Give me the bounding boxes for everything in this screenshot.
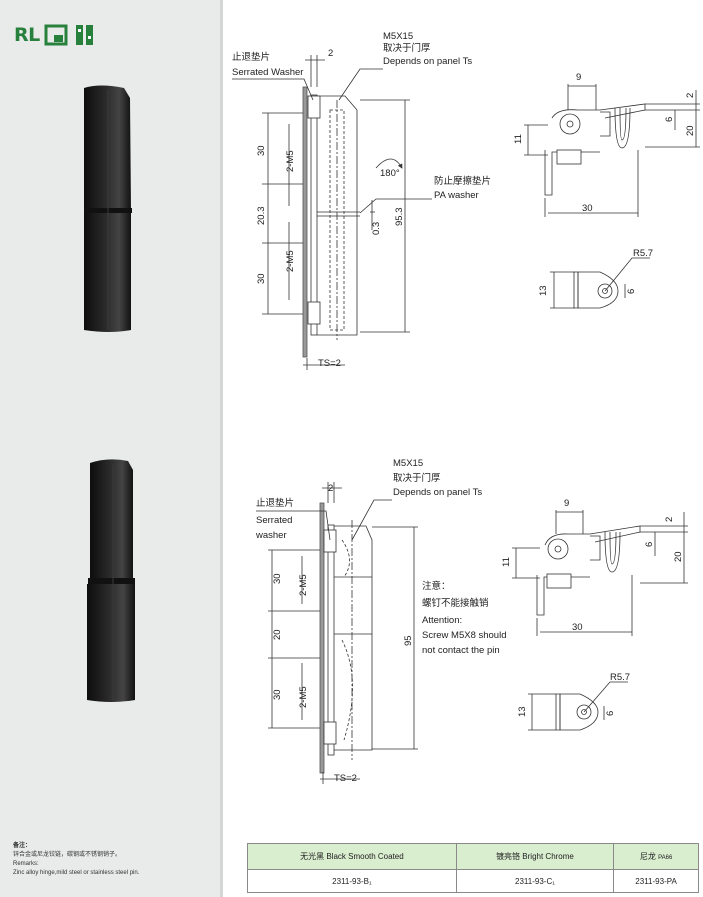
- top-screw-en-label: Depends on panel Ts: [383, 56, 472, 67]
- bottom-note-en1: Attention:: [422, 615, 462, 626]
- bottom-front-labels: M5X15 取决于门厚 Depends on panel Ts 止退垫片 Ser…: [255, 458, 506, 784]
- bottom-note-zh2: 螺钉不能接触销: [422, 597, 489, 609]
- bottom-bottom-dim-6: 6: [605, 711, 616, 716]
- top-front-labels: 止退垫片 Serrated Washer M5X15 取决于门厚 Depends…: [232, 31, 491, 369]
- top-side-dim-2: 2: [685, 93, 696, 98]
- bottom-side-dim-30: 30: [572, 622, 583, 633]
- bottom-note-en2: Screw M5X8 should: [422, 630, 506, 641]
- top-side-view: [524, 84, 700, 217]
- bottom-dim-2m5b: 2-M5: [298, 686, 309, 708]
- bottom-washer-en2-label: washer: [255, 530, 287, 541]
- bottom-bottom-dim-13: 13: [517, 706, 528, 717]
- spec-table-header-row: 无光黑 Black Smooth Coated 镀亮铬 Bright Chrom…: [247, 843, 699, 870]
- hinge-photo-bottom: [87, 459, 135, 702]
- bottom-side-dim-2: 2: [664, 517, 675, 522]
- spec-header-pa-en: PA66: [658, 855, 673, 861]
- top-dim-2: 2: [328, 48, 333, 59]
- bottom-washer-en1-label: Serrated: [256, 515, 292, 526]
- spec-header-pa: 尼龙 PA66: [613, 843, 699, 870]
- top-bottom-labels: R5.7 13 6: [538, 248, 653, 296]
- top-dim-2m5a: 2-M5: [285, 150, 296, 172]
- bottom-side-dim-11: 11: [501, 557, 512, 567]
- hinge-photo-top: [84, 85, 132, 332]
- top-dim-95-3: 95.3: [394, 208, 405, 227]
- bottom-dim-95: 95: [403, 635, 414, 646]
- bottom-side-view: [512, 510, 688, 636]
- spec-table-row: 2311-93-B₁ 2311-93-C₁ 2311-93-PA: [247, 869, 699, 893]
- top-side-dim-11: 11: [513, 134, 524, 144]
- top-dim-2m5b: 2-M5: [285, 250, 296, 272]
- spec-header-chrome: 镀亮铬 Bright Chrome: [455, 843, 615, 870]
- top-bottom-dim-6: 6: [626, 289, 637, 294]
- bottom-radius-label: R5.7: [610, 672, 630, 683]
- spec-table: 无光黑 Black Smooth Coated 镀亮铬 Bright Chrom…: [247, 843, 699, 893]
- top-screw-label: M5X15: [383, 31, 413, 42]
- remarks-note: 备注： 锌合金或尼龙铰链，碳钢或不锈钢销子。 Remarks: Zinc all…: [13, 842, 213, 878]
- corner-bracket-icon: [44, 24, 68, 46]
- spec-header-chrome-en: Bright Chrome: [522, 852, 574, 861]
- top-side-labels: 9 30 11 2 6 20: [513, 72, 696, 214]
- bottom-dim-2m5a: 2-M5: [298, 574, 309, 596]
- bottom-dim-30b: 30: [272, 689, 283, 700]
- brand-logo: RL: [14, 22, 96, 48]
- spec-header-black: 无光黑 Black Smooth Coated: [247, 843, 457, 870]
- hinge-icon: [75, 25, 93, 45]
- bottom-dim-20: 20: [272, 629, 283, 640]
- bottom-screw-zh-label: 取决于门厚: [393, 472, 441, 484]
- top-dim-20-3: 20.3: [256, 207, 267, 226]
- bottom-dim-30a: 30: [272, 573, 283, 584]
- bottom-side-dim-6: 6: [644, 542, 655, 547]
- top-washer-en-label: Serrated Washer: [232, 67, 303, 78]
- bottom-ts-label: TS=2: [334, 773, 357, 784]
- top-dim-30b: 30: [256, 273, 267, 284]
- bottom-washer-zh-label: 止退垫片: [256, 497, 294, 509]
- bottom-side-dim-9: 9: [564, 498, 569, 509]
- bottom-dim-2: 2: [328, 483, 333, 494]
- bottom-side-labels: 9 30 11 2 6 20: [501, 498, 684, 633]
- top-dim-0-3: 0.3: [371, 222, 382, 235]
- bottom-bottom-view: [528, 681, 628, 731]
- bottom-bottom-labels: R5.7 13 6: [517, 672, 630, 717]
- top-bottom-dim-13: 13: [538, 285, 549, 296]
- spec-header-black-zh: 无光黑: [300, 852, 325, 861]
- bottom-note-zh1: 注意：: [422, 580, 451, 592]
- top-side-dim-20: 20: [685, 125, 696, 136]
- bottom-screw-en-label: Depends on panel Ts: [393, 487, 482, 498]
- spec-header-chrome-zh: 镀亮铬: [496, 852, 521, 861]
- top-bottom-view: [550, 257, 650, 309]
- bottom-screw-label: M5X15: [393, 458, 423, 469]
- top-radius-label: R5.7: [633, 248, 653, 259]
- brand-logo-text: RL: [14, 24, 40, 46]
- top-ts-label: TS=2: [318, 358, 341, 369]
- top-screw-zh-label: 取决于门厚: [383, 42, 431, 54]
- remarks-heading: 备注：: [13, 843, 32, 849]
- remarks-en-heading: Remarks:: [13, 861, 39, 867]
- top-rotate-label: 180°: [380, 168, 400, 179]
- bottom-side-dim-20: 20: [673, 551, 684, 562]
- top-dim-30a: 30: [256, 145, 267, 156]
- top-pa-zh-label: 防止摩擦垫片: [434, 175, 491, 187]
- bottom-front-view: [256, 482, 418, 784]
- spec-code-black: 2311-93-B₁: [247, 869, 457, 893]
- sidebar-divider: [220, 0, 223, 897]
- remarks-en: Zinc alloy hinge,mild steel or stainless…: [13, 870, 140, 876]
- spec-header-pa-zh: 尼龙: [639, 852, 656, 861]
- spec-code-pa: 2311-93-PA: [613, 869, 699, 893]
- top-washer-zh-label: 止退垫片: [232, 51, 270, 63]
- top-front-view: [232, 55, 432, 370]
- bottom-note-en3: not contact the pin: [422, 645, 500, 656]
- top-side-dim-9: 9: [576, 72, 581, 83]
- spec-header-black-en: Black Smooth Coated: [326, 852, 404, 861]
- spec-code-chrome: 2311-93-C₁: [455, 869, 615, 893]
- top-side-dim-6: 6: [664, 117, 675, 122]
- top-side-dim-30: 30: [582, 203, 593, 214]
- top-pa-en-label: PA washer: [434, 190, 479, 201]
- remarks-zh: 锌合金或尼龙铰链，碳钢或不锈钢销子。: [13, 852, 122, 858]
